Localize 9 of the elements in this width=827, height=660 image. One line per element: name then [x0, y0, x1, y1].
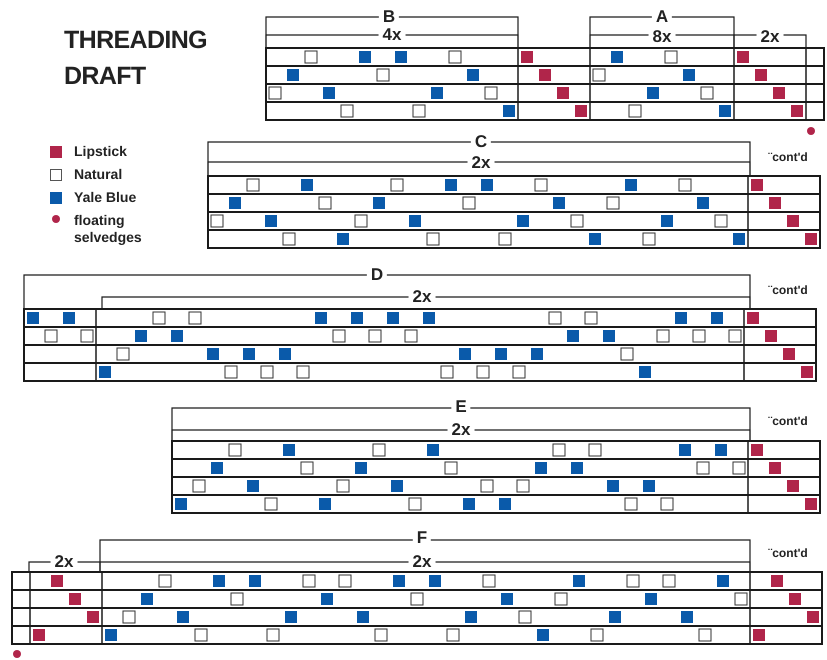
title: THREADING DRAFT	[64, 25, 208, 92]
legend-label: Yale Blue	[74, 189, 138, 206]
continued-label: ¨cont'd	[768, 283, 808, 297]
continued-label: ¨cont'd	[768, 414, 808, 428]
legend-label: floating selvedges	[74, 212, 143, 246]
legend-label: Lipstick	[74, 143, 128, 160]
continued-label: ¨cont'd	[768, 546, 808, 560]
continued-label: ¨cont'd	[768, 150, 808, 164]
legend-label: Natural	[74, 166, 124, 183]
